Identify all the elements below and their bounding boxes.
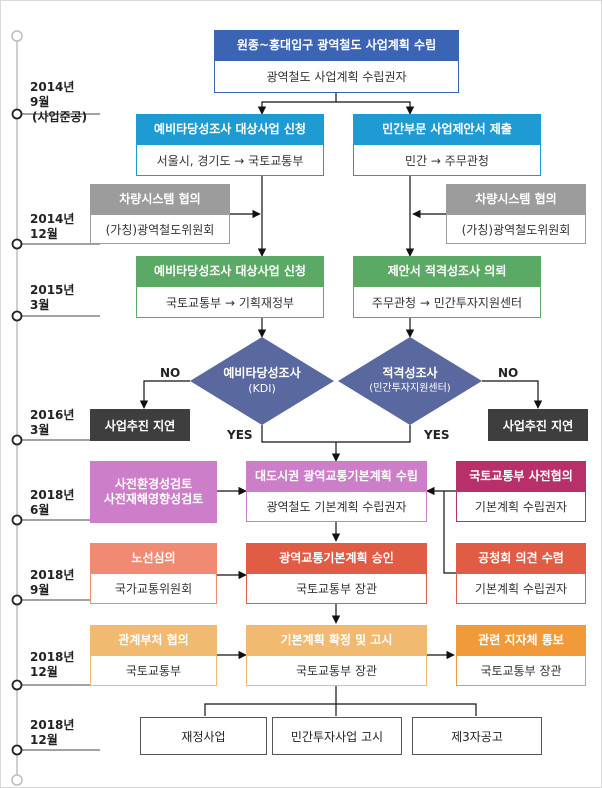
box-body: 국가교통위원회 <box>90 574 217 604</box>
box-basic-plan: 대도시권 광역교통기본계획 수립 광역철도 기본계획 수립권자 <box>246 461 427 522</box>
connector-final-split <box>204 686 337 716</box>
connector-yes <box>261 425 411 443</box>
box-env-review: 사전환경성검토 사전재해영향성검토 <box>90 461 217 523</box>
box-title: 제안서 적격성조사 의뢰 <box>353 256 541 287</box>
box-prelim-apply: 예비타당성조사 대상사업 신청 서울시, 경기도 → 국토교통부 <box>136 114 324 176</box>
timeline-dot <box>11 310 23 322</box>
box-finance: 재정사업 <box>140 717 267 755</box>
box-route-review: 노선심의 국가교통위원회 <box>90 543 217 604</box>
box-prelim-apply2: 예비타당성조사 대상사업 신청 국토교통부 → 기획재정부 <box>136 256 324 318</box>
box-suitability-request: 제안서 적격성조사 의뢰 주무관청 → 민간투자지원센터 <box>353 256 541 318</box>
diamond-suitability-shape <box>338 337 482 425</box>
box-body: 기본계획 수립권자 <box>456 492 586 522</box>
label-no-right: NO <box>498 366 519 380</box>
box-title-line2: 사전재해영향성검토 <box>103 492 204 506</box>
box-title: 공청회 의견 수렴 <box>456 543 586 574</box>
box-delay-right: 사업추진 지연 <box>488 409 588 441</box>
box-body: 국토교통부 <box>90 656 217 686</box>
box-plan-approve: 광역교통기본계획 승인 국토교통부 장관 <box>246 543 427 604</box>
box-body: 주무관청 → 민간투자지원센터 <box>353 287 541 318</box>
diamond-prelim-shape <box>190 337 334 425</box>
box-body: 국토교통부 장관 <box>456 656 586 686</box>
box-plan-notice: 기본계획 확정 및 고시 국토교통부 장관 <box>246 625 427 686</box>
box-body: 국토교통부 장관 <box>246 574 427 604</box>
label-yes-right: YES <box>424 428 450 442</box>
diamond-suitability: 적격성조사 (민간투자지원센터) <box>369 366 451 394</box>
box-body: 광역철도 기본계획 수립권자 <box>246 492 427 522</box>
box-title: 대도시권 광역교통기본계획 수립 <box>246 461 427 492</box>
box-title-line1: 사전환경성검토 <box>114 477 193 491</box>
box-title: 노선심의 <box>90 543 217 574</box>
connector-top-split-right <box>336 101 415 115</box>
box-plan-establish: 원종~홍대입구 광역철도 사업계획 수립 광역철도 사업계획 수립권자 <box>214 30 459 93</box>
box-delay-left: 사업추진 지연 <box>90 409 190 441</box>
timeline-start-dot <box>11 30 23 42</box>
box-body: 서울시, 경기도 → 국토교통부 <box>136 145 324 176</box>
box-local-notify: 관련 지자체 통보 국토교통부 장관 <box>456 625 586 686</box>
box-body: 민간 → 주무관청 <box>353 145 541 176</box>
connector-top-split <box>257 93 337 115</box>
timeline-dot <box>11 594 23 606</box>
box-hearing: 공청회 의견 수렴 기본계획 수립권자 <box>456 543 586 604</box>
box-body: 국토교통부 장관 <box>246 656 427 686</box>
box-pre-consult: 국토교통부 사전협의 기본계획 수립권자 <box>456 461 586 522</box>
box-private-notice: 민간투자사업 고시 <box>272 717 402 755</box>
box-title: 국토교통부 사전협의 <box>456 461 586 492</box>
box-title: 관련 지자체 통보 <box>456 625 586 656</box>
timeline-dot <box>11 434 23 446</box>
label-no-left: NO <box>160 366 181 380</box>
timeline-end-dot <box>11 774 23 786</box>
connector-no-right <box>482 380 543 409</box>
timeline-dot <box>11 514 23 526</box>
box-title: 예비타당성조사 대상사업 신청 <box>136 114 324 145</box>
connector-no-left <box>139 380 190 409</box>
box-title: 차량시스템 협의 <box>446 184 586 215</box>
box-body: (가칭)광역철도위원회 <box>446 215 586 244</box>
box-body: 광역철도 사업계획 수립권자 <box>214 61 459 93</box>
diamond-prelim: 예비타당성조사 (KDI) <box>223 366 301 395</box>
box-vehicle-left: 차량시스템 협의 (가칭)광역철도위원회 <box>90 184 230 244</box>
box-title: 광역교통기본계획 승인 <box>246 543 427 574</box>
connector-final-right <box>336 703 477 716</box>
timeline-dot <box>11 744 23 756</box>
box-third-party: 제3자공고 <box>412 717 542 755</box>
box-title: 예비타당성조사 대상사업 신청 <box>136 256 324 287</box>
timeline-dot <box>11 679 23 691</box>
box-private-submit: 민간부문 사업제안서 제출 민간 → 주무관청 <box>353 114 541 176</box>
box-ministry-consult: 관계부처 협의 국토교통부 <box>90 625 217 686</box>
timeline-dot <box>11 238 23 250</box>
label-yes-left: YES <box>227 428 253 442</box>
box-title: 민간부문 사업제안서 제출 <box>353 114 541 145</box>
connector-hearing-loop <box>443 491 456 574</box>
box-body: 국토교통부 → 기획재정부 <box>136 287 324 318</box>
box-body: 기본계획 수립권자 <box>456 574 586 604</box>
box-title: 원종~홍대입구 광역철도 사업계획 수립 <box>214 30 459 61</box>
box-title: 관계부처 협의 <box>90 625 217 656</box>
box-title: 기본계획 확정 및 고시 <box>246 625 427 656</box>
timeline-dot <box>11 108 23 120</box>
box-vehicle-right: 차량시스템 협의 (가칭)광역철도위원회 <box>446 184 586 244</box>
box-title: 차량시스템 협의 <box>90 184 230 215</box>
box-body: (가칭)광역철도위원회 <box>90 215 230 244</box>
